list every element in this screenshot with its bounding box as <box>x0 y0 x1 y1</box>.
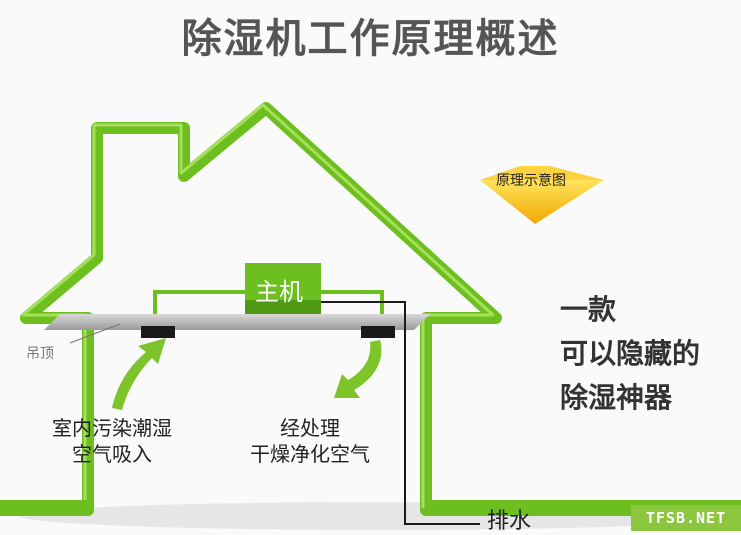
page-title: 除湿机工作原理概述 <box>181 16 560 62</box>
intake-vent <box>141 326 175 338</box>
outlet-label-line2: 干燥净化空气 <box>250 442 370 466</box>
ceiling-pointer <box>69 323 121 344</box>
badge-diamond-top <box>480 166 604 180</box>
intake-label: 室内污染潮湿 空气吸入 <box>52 415 172 467</box>
drain-pipe <box>321 301 480 525</box>
main-unit-label: 主机 <box>255 278 303 306</box>
ceiling-shelf <box>44 314 430 330</box>
outlet-vent <box>361 326 395 338</box>
tagline: 一款 可以隐藏的 除湿神器 <box>560 288 700 420</box>
drain-label: 排水 <box>487 509 532 534</box>
diagram-badge-label: 原理示意图 <box>496 173 566 189</box>
badge-diamond <box>480 180 604 224</box>
watermark: TFSB.NET <box>631 505 741 531</box>
outlet-label: 经处理 干燥净化空气 <box>250 415 370 467</box>
intake-arrow <box>112 338 166 410</box>
ground-strip-left <box>0 500 88 516</box>
outlet-label-line1: 经处理 <box>280 416 340 440</box>
ceiling-label: 吊顶 <box>26 346 54 362</box>
house-outline-highlight <box>21 103 495 509</box>
intake-label-line1: 室内污染潮湿 <box>52 416 172 440</box>
house-outline <box>20 102 502 516</box>
outlet-arrow <box>334 340 382 398</box>
tagline-line3: 除湿神器 <box>560 381 673 414</box>
tagline-line2: 可以隐藏的 <box>560 337 701 370</box>
tagline-line1: 一款 <box>560 293 617 326</box>
intake-label-line2: 空气吸入 <box>72 442 152 466</box>
main-unit-shade <box>245 300 321 314</box>
